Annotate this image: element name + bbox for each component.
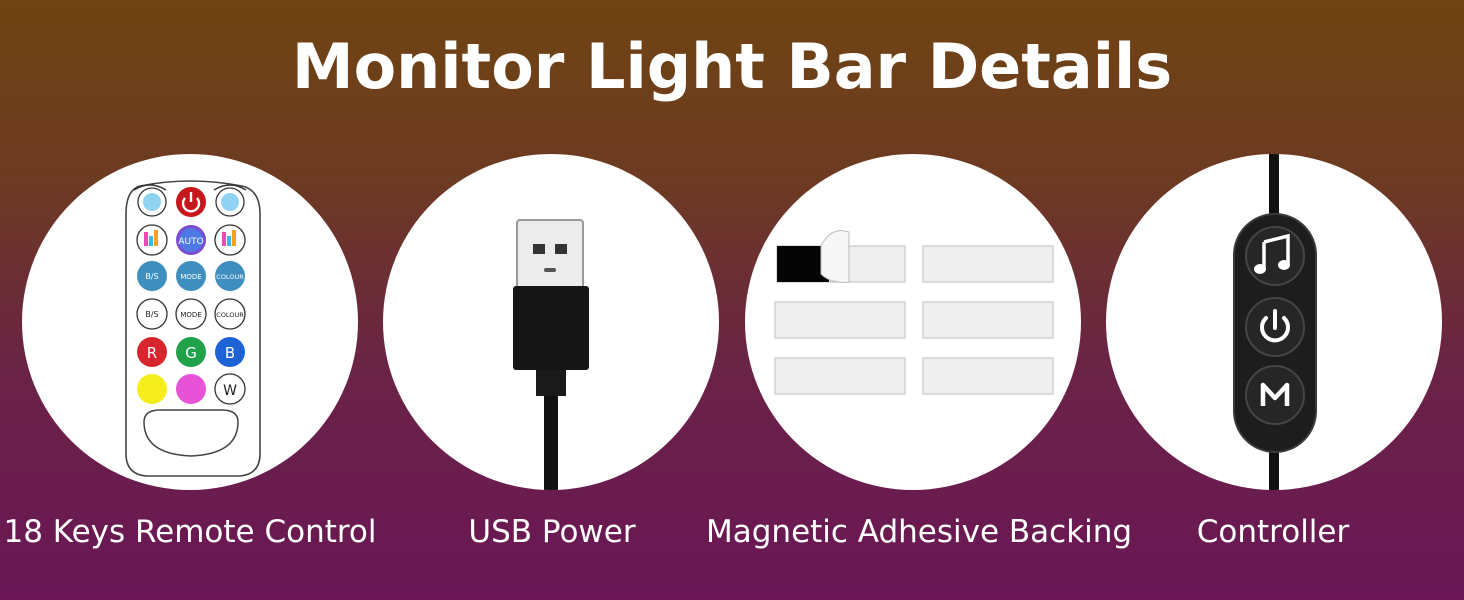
usb-power-label: USB Power	[468, 514, 636, 550]
remote-auto-label: AUTO	[178, 237, 203, 247]
remote-pink-key	[176, 374, 206, 404]
remote-control-illustration: AUTO B/S MODE COLOUR B/S MODE	[125, 180, 261, 477]
usb-cable	[544, 396, 558, 490]
remote-bs-down-label: B/S	[145, 310, 158, 319]
usb-plug-body	[513, 286, 589, 370]
remote-control-image: AUTO B/S MODE COLOUR B/S MODE	[22, 154, 358, 490]
remote-white-label: W	[223, 383, 237, 399]
usb-strain-relief	[536, 370, 566, 396]
remote-bs-down-key: B/S	[136, 298, 168, 330]
remote-white-key: W	[214, 373, 246, 405]
controller-cable-top	[1269, 154, 1279, 224]
remote-music-left-key	[136, 224, 168, 256]
peeled-backing	[820, 230, 850, 283]
music-note-icon	[1245, 226, 1305, 286]
remote-brightness-up-key	[213, 184, 247, 217]
remote-colour-up-key: COLOUR	[215, 261, 245, 291]
page-title: Monitor Light Bar Details	[291, 30, 1173, 103]
remote-colour-up-label: COLOUR	[216, 273, 244, 281]
adhesive-pad	[774, 301, 906, 339]
remote-music-right-key	[214, 224, 246, 256]
adhesive-pad	[774, 357, 906, 395]
remote-green-label: G	[185, 344, 197, 362]
magnetic-adhesive-label: Magnetic Adhesive Backing	[706, 514, 1133, 550]
remote-auto-key: AUTO	[176, 225, 206, 255]
remote-mode-down-label: MODE	[180, 311, 201, 319]
remote-bottom-cutout	[143, 409, 239, 457]
remote-brightness-down-key	[133, 184, 167, 217]
remote-mode-up-label: MODE	[180, 273, 201, 281]
remote-control-label: 18 Keys Remote Control	[3, 514, 377, 550]
mode-m-icon	[1245, 365, 1305, 425]
remote-colour-down-label: COLOUR	[216, 311, 244, 319]
remote-yellow-key	[137, 374, 167, 404]
remote-blue-key: B	[215, 337, 245, 367]
controller-illustration	[1233, 154, 1317, 490]
remote-red-key: R	[137, 337, 167, 367]
remote-blue-label: B	[225, 344, 235, 362]
remote-red-label: R	[147, 344, 157, 362]
adhesive-pad	[922, 357, 1054, 395]
remote-mode-down-key: MODE	[175, 298, 207, 330]
usb-power-image	[383, 154, 719, 490]
remote-colour-down-key: COLOUR	[214, 298, 246, 330]
remote-bs-up-key: B/S	[137, 261, 167, 291]
remote-mode-up-key: MODE	[176, 261, 206, 291]
usb-plug-illustration	[513, 219, 589, 490]
controller-label: Controller	[1196, 514, 1350, 550]
magnetic-strip	[777, 246, 829, 282]
power-icon	[1245, 297, 1305, 357]
usb-metal-tip	[516, 219, 584, 289]
controller-cable-bottom	[1269, 444, 1279, 490]
remote-bs-up-label: B/S	[145, 272, 158, 281]
adhesive-pad	[922, 301, 1054, 339]
magnetic-adhesive-image	[745, 154, 1081, 490]
remote-green-key: G	[176, 337, 206, 367]
adhesive-pads-illustration	[774, 230, 1054, 395]
remote-power-key	[176, 187, 206, 217]
controller-image	[1106, 154, 1442, 490]
adhesive-pad	[922, 245, 1054, 283]
